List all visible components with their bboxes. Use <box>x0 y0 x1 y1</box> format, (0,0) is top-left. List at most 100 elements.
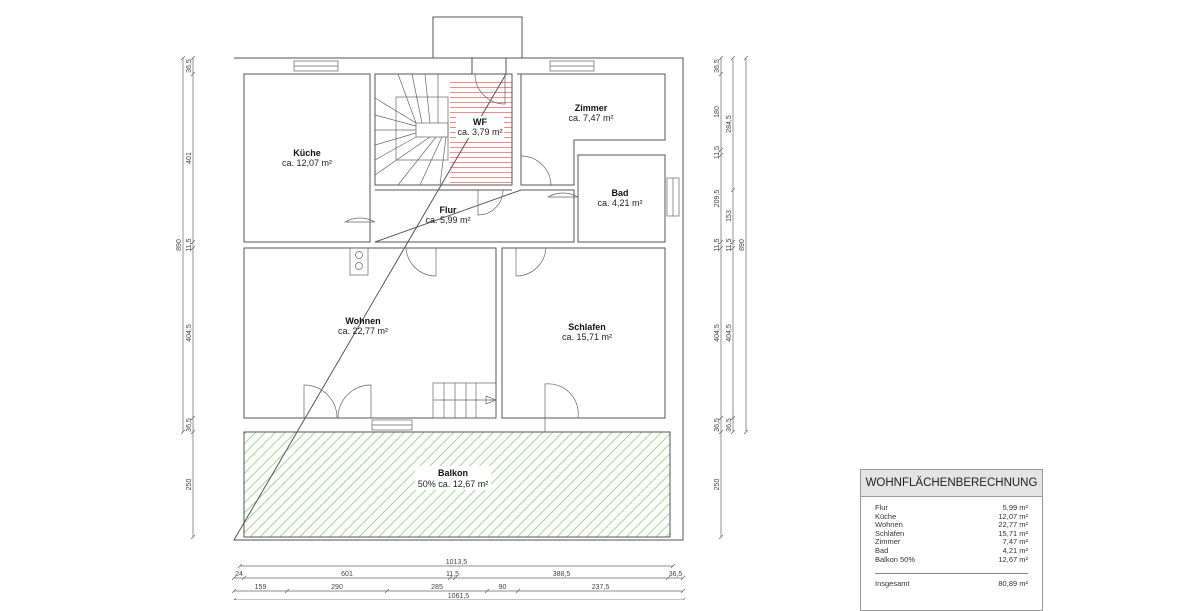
room-area: ca. 3,79 m² <box>457 127 502 137</box>
row-value: 4,21 m² <box>1002 545 1028 555</box>
dimension-label: 237,5 <box>592 584 610 591</box>
dimension-tick <box>680 588 686 594</box>
dimension-label: 159 <box>255 584 267 591</box>
row-value: 7,47 m² <box>1002 537 1028 547</box>
room-wohnen: Wohnen ca. 22,77 m² <box>338 316 388 336</box>
dimension-tick <box>231 588 237 594</box>
walls <box>233 16 684 541</box>
row-label: Schlafen <box>875 528 905 538</box>
dimension-label: 404,5 <box>726 324 733 342</box>
room-name: Flur <box>440 205 457 215</box>
dimension-tick <box>190 71 196 77</box>
dimension-tick <box>484 588 490 594</box>
table-row: Küche 12,07 m² <box>875 511 1028 522</box>
dimension-label: 890 <box>739 239 746 251</box>
room-name: Küche <box>293 148 321 158</box>
dimension-tick <box>190 534 196 540</box>
dimension-label: 601 <box>341 571 353 578</box>
dimension-label: 36,5 <box>186 418 193 432</box>
dimension-label: 180 <box>714 106 721 118</box>
dimension-label: 250 <box>714 479 721 491</box>
dimension-tick <box>180 55 186 61</box>
total-value: 80,89 m² <box>998 579 1028 589</box>
dimension-label: 11,5 <box>726 238 733 251</box>
room-zimmer: Zimmer ca. 7,47 m² <box>568 103 613 123</box>
dimension-tick <box>670 563 676 569</box>
room-area: ca. 22,77 m² <box>338 326 388 336</box>
row-label: Zimmer <box>875 537 901 547</box>
row-label: Flur <box>875 503 888 512</box>
dimension-label: 11,5 <box>714 238 721 251</box>
dimension-tick <box>241 575 247 581</box>
dimension-tick <box>384 588 390 594</box>
dimension-label: 24 <box>235 571 243 578</box>
dimension-tick <box>284 588 290 594</box>
dimension-label: 1013,5 <box>446 559 468 566</box>
dimension-tick <box>730 239 736 245</box>
dimension-tick <box>237 563 243 569</box>
room-flur: Flur ca. 5,99 m² <box>425 205 470 225</box>
dimension-tick <box>190 429 196 435</box>
dimension-tick <box>190 239 196 245</box>
dimension-label: 11,5 <box>186 238 193 251</box>
dimension-label: 11,5 <box>446 571 459 578</box>
row-label: Küche <box>875 511 897 521</box>
dimension-tick <box>718 152 724 158</box>
row-label: Balkon 50% <box>875 554 916 564</box>
room-area: ca. 4,21 m² <box>597 198 642 208</box>
room-bad: Bad ca. 4,21 m² <box>597 188 642 208</box>
dimension-label: 36,5 <box>714 418 721 432</box>
dimension-label: 285 <box>431 584 443 591</box>
row-value: 5,99 m² <box>1002 503 1028 512</box>
dimension-tick <box>718 245 724 251</box>
dimension-label: 90 <box>499 584 507 591</box>
dimension-tick <box>718 55 724 61</box>
table-row: Schlafen 15,71 m² <box>875 528 1028 539</box>
dimension-tick <box>190 415 196 421</box>
table-row: Zimmer 7,47 m² <box>875 538 1028 547</box>
dimension-tick <box>730 415 736 421</box>
dimension-label: 36,5 <box>714 59 721 73</box>
table-row: Flur 5,99 m² <box>875 503 1028 513</box>
row-value: 12,07 m² <box>998 511 1028 521</box>
dimension-tick <box>730 55 736 61</box>
dimension-label: 1061,5 <box>448 593 470 600</box>
room-name: WF <box>473 117 487 127</box>
room-balkon: Balkon 50% ca. 12,67 m² <box>415 466 491 490</box>
room-area: 50% ca. 12,67 m² <box>418 479 489 489</box>
dimension-label: 388,5 <box>553 571 571 578</box>
dimension-tick <box>730 245 736 251</box>
room-name: Balkon <box>438 468 468 478</box>
dimension-label: 250 <box>186 479 193 491</box>
dimension-tick <box>718 429 724 435</box>
room-area: ca. 7,47 m² <box>568 113 613 123</box>
dimension-tick <box>680 575 686 581</box>
row-value: 12,67 m² <box>998 554 1028 564</box>
table-title: WOHNFLÄCHENBERECHNUNG <box>861 470 1042 497</box>
dimension-tick <box>718 534 724 540</box>
table-row: Balkon 50% 12,67 m² <box>875 554 1028 565</box>
dimension-tick <box>718 147 724 153</box>
dimension-label: 284,5 <box>726 115 733 133</box>
dimension-tick <box>233 597 237 600</box>
dimension-label: 36,5 <box>726 418 733 432</box>
total-label: Insgesamt <box>875 579 910 589</box>
room-area: ca. 5,99 m² <box>425 215 470 225</box>
dimension-tick <box>718 71 724 77</box>
dimension-lines: 89036,540111,5404,536,525036,518011,5209… <box>176 55 749 600</box>
row-value: 15,71 m² <box>998 528 1028 538</box>
dimension-label: 153 <box>726 210 733 222</box>
dimension-label: 401 <box>186 152 193 164</box>
dimension-tick <box>452 575 458 581</box>
dimension-label: 890 <box>176 239 183 251</box>
dimension-tick <box>190 55 196 61</box>
dimension-label: 404,5 <box>714 324 721 342</box>
room-area: ca. 15,71 m² <box>562 332 612 342</box>
dimension-label: 36,5 <box>186 59 193 73</box>
dimension-tick <box>665 575 671 581</box>
dimension-tick <box>180 429 186 435</box>
room-area: ca. 12,07 m² <box>282 158 332 168</box>
area-calculation-table: WOHNFLÄCHENBERECHNUNG Flur 5,99 m² Küche 1… <box>860 469 1043 611</box>
room-schlafen: Schlafen ca. 15,71 m² <box>562 322 612 342</box>
room-kueche: Küche ca. 12,07 m² <box>282 148 332 168</box>
